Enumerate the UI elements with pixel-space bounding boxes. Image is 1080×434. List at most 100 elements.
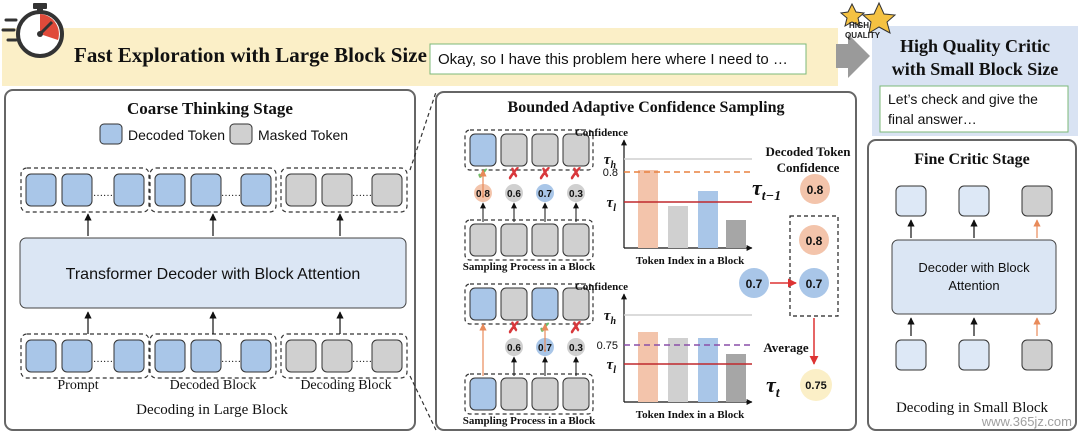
block-group-frame <box>280 167 408 213</box>
cross-icon: ✗ <box>538 166 551 183</box>
chart-bar <box>726 220 746 248</box>
ellipsis: …… <box>221 354 241 365</box>
axis-label-x: Token Index in a Block <box>636 409 745 421</box>
ellipsis: …… <box>93 188 113 199</box>
decoded-token <box>469 133 497 167</box>
masked-token <box>562 223 590 257</box>
decoded-token <box>240 339 272 373</box>
masked-token <box>500 223 528 257</box>
decoded-token <box>240 173 272 207</box>
process-label: Sampling Process in a Block <box>463 415 596 427</box>
confidence-circle <box>505 184 523 202</box>
confidence-circle <box>505 338 523 356</box>
cross-icon: ✗ <box>569 166 582 183</box>
masked-token <box>562 133 590 167</box>
decoded-token <box>154 339 186 373</box>
confidence-circle <box>567 338 585 356</box>
stack-value-2: 0.7 <box>806 277 823 291</box>
decoded-conf-line2: Confidence <box>777 160 840 175</box>
cross-icon: ✗ <box>507 166 520 183</box>
fine-decoder-box <box>891 239 1057 315</box>
banner-sample-box <box>429 43 807 75</box>
masked-token <box>469 223 497 257</box>
fine-arrows <box>907 219 1041 336</box>
critic-sample-box <box>879 85 1069 133</box>
axis-label-y: Confidence <box>575 127 628 139</box>
masked-token <box>321 339 353 373</box>
zoom-line-bottom <box>409 375 437 431</box>
tau-l-label: τl <box>607 357 617 376</box>
coarse-arrows <box>84 213 344 334</box>
decoded-token <box>113 339 145 373</box>
block-group-frame <box>20 333 150 379</box>
confidence-value: 0.3 <box>569 343 583 354</box>
decoded-conf-line1: Decoded Token <box>766 144 852 159</box>
sampling-bottom-process: 0.6✗0.7✓0.3✗Sampling Process in a Block <box>463 283 596 427</box>
critic-title-line2: with Small Block Size <box>892 59 1059 79</box>
prev-threshold-circle <box>800 174 830 204</box>
confidence-value: 0.6 <box>507 189 521 200</box>
label-prompt: Prompt <box>57 378 98 393</box>
masked-token <box>285 173 317 207</box>
threshold-value-label: 0.75 <box>597 340 618 352</box>
banner-arrow <box>836 34 870 78</box>
decoded-token <box>895 339 927 371</box>
confidence-value: 0.7 <box>538 189 552 200</box>
decoded-token <box>469 377 497 411</box>
tau-l-label: τl <box>607 195 617 214</box>
masked-token <box>531 133 559 167</box>
average-value: 0.75 <box>805 380 826 392</box>
ellipsis: …… <box>352 188 372 199</box>
decoded-token <box>190 173 222 207</box>
decoded-token <box>958 339 990 371</box>
axis-label-y: Confidence <box>575 281 628 293</box>
label-decoded-block: Decoded Block <box>170 378 257 393</box>
input-value-circle <box>739 268 769 298</box>
masked-token <box>500 287 528 321</box>
chart-bar <box>668 206 688 248</box>
decoded-token <box>531 287 559 321</box>
high-quality-badge-icon: HIGH QUALITY <box>839 1 897 40</box>
ellipsis: …… <box>93 354 113 365</box>
chart-bar <box>668 338 688 402</box>
confidence-value: 0.6 <box>507 343 521 354</box>
input-value: 0.7 <box>746 277 763 291</box>
masked-token <box>531 377 559 411</box>
stack-value-1: 0.8 <box>806 234 823 248</box>
ellipsis: …… <box>221 188 241 199</box>
block-group-frame <box>20 167 150 213</box>
decoded-token <box>469 287 497 321</box>
average-value-circle <box>800 369 832 401</box>
masked-token <box>321 173 353 207</box>
chart-bar <box>638 170 658 248</box>
masked-token <box>1021 339 1053 371</box>
legend-decoded-swatch <box>99 123 123 145</box>
block-group-frame <box>149 167 277 213</box>
coarse-input-blocks: ……………… <box>20 333 408 379</box>
watermark: www.365jz.com <box>981 414 1072 429</box>
banner-sample-text: Okay, so I have this problem here where … <box>438 51 788 68</box>
masked-token <box>371 339 403 373</box>
decoded-token <box>190 339 222 373</box>
transformer-decoder-label: Transformer Decoder with Block Attention <box>66 266 361 283</box>
axis-label-x: Token Index in a Block <box>636 255 745 267</box>
legend-decoded-label: Decoded Token <box>128 127 225 143</box>
sampling-title: Bounded Adaptive Confidence Sampling <box>508 99 785 116</box>
confidence-value: 0.3 <box>569 189 583 200</box>
badge-line2: QUALITY <box>845 31 881 40</box>
decoded-token <box>154 173 186 207</box>
block-group-frame <box>280 333 408 379</box>
decoded-token <box>895 185 927 217</box>
decoded-token <box>61 173 93 207</box>
decoded-token <box>61 339 93 373</box>
chart-bar <box>698 338 718 402</box>
block-group-frame <box>464 129 594 171</box>
confidence-circle <box>567 184 585 202</box>
prev-threshold-value: 0.8 <box>807 183 824 197</box>
stack-circle-2 <box>799 268 829 298</box>
critic-sample-line1: Let’s check and give the <box>888 91 1038 107</box>
transformer-decoder-box <box>19 237 407 309</box>
legend-masked-label: Masked Token <box>258 127 348 143</box>
